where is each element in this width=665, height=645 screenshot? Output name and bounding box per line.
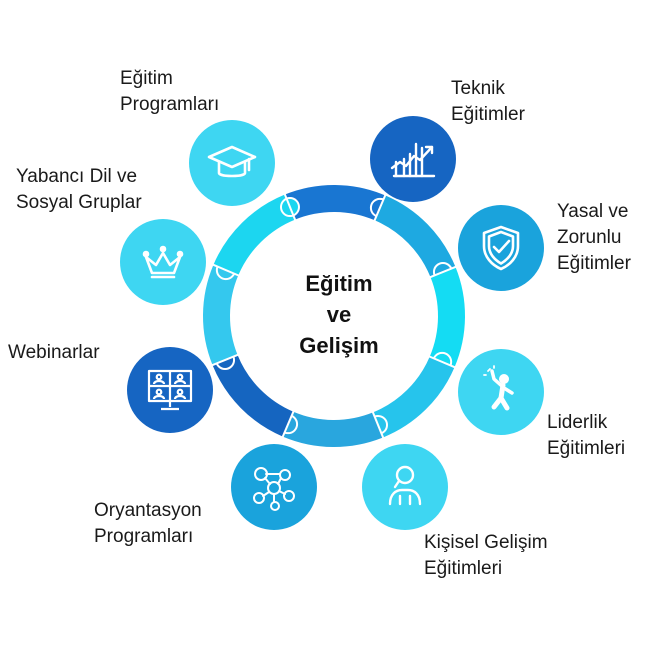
center-title-line1: Eğitim bbox=[305, 271, 373, 296]
crown-icon bbox=[142, 245, 184, 279]
node-webinarlar bbox=[127, 347, 213, 433]
line-chart-icon bbox=[390, 142, 436, 178]
ring-segment bbox=[213, 194, 296, 276]
node-egitim-programlari bbox=[189, 120, 275, 206]
ring-segment bbox=[374, 195, 456, 278]
label-egitim-programlari: Eğitim Programları bbox=[120, 68, 220, 115]
node-yabanci-dil bbox=[120, 219, 206, 305]
ring-segment bbox=[202, 264, 239, 366]
shield-check-icon bbox=[482, 225, 520, 271]
ring-segment bbox=[284, 185, 386, 221]
ring-separator bbox=[371, 411, 385, 439]
ring-separator bbox=[281, 410, 295, 438]
people-network-icon bbox=[253, 467, 295, 511]
ring-segment bbox=[282, 411, 384, 448]
ring-segment bbox=[429, 266, 465, 368]
center-title: Eğitim ve Gelişim bbox=[274, 268, 404, 361]
video-conference-icon bbox=[147, 369, 193, 411]
head-magnifier-icon bbox=[388, 465, 422, 506]
node-liderlik bbox=[458, 349, 544, 435]
center-title-line3: Gelişim bbox=[299, 333, 379, 358]
node-kisisel-gelisim bbox=[362, 444, 448, 530]
label-webinarlar: Webinarlar bbox=[8, 342, 100, 363]
ring-separator bbox=[428, 355, 456, 369]
label-liderlik: Liderlik Eğitimleri bbox=[547, 412, 626, 459]
ring-separator bbox=[373, 194, 387, 222]
node-oryantasyon bbox=[231, 444, 317, 530]
label-oryantasyon: Oryantasyon Programları bbox=[94, 500, 202, 547]
ring-segment bbox=[372, 356, 455, 438]
ring-separator bbox=[429, 265, 457, 279]
graduation-cap-icon bbox=[207, 145, 257, 178]
leader-person-icon bbox=[483, 365, 514, 411]
node-yasal-zorunlu bbox=[458, 205, 544, 291]
ring-separator bbox=[212, 263, 240, 277]
label-teknik-egitimler: Teknik Eğitimler bbox=[451, 78, 525, 125]
ring-separator bbox=[211, 353, 239, 367]
center-title-line2: ve bbox=[326, 302, 352, 327]
node-teknik-egitimler bbox=[370, 116, 456, 202]
label-kisisel-gelisim: Kişisel Gelişim Eğitimleri bbox=[424, 532, 548, 579]
label-yasal-zorunlu: Yasal ve Zorunlu Eğitimler bbox=[557, 201, 631, 274]
ring-segment bbox=[212, 354, 294, 437]
ring-separator bbox=[283, 193, 297, 221]
label-yabanci-dil: Yabancı Dil ve Sosyal Gruplar bbox=[16, 166, 142, 213]
